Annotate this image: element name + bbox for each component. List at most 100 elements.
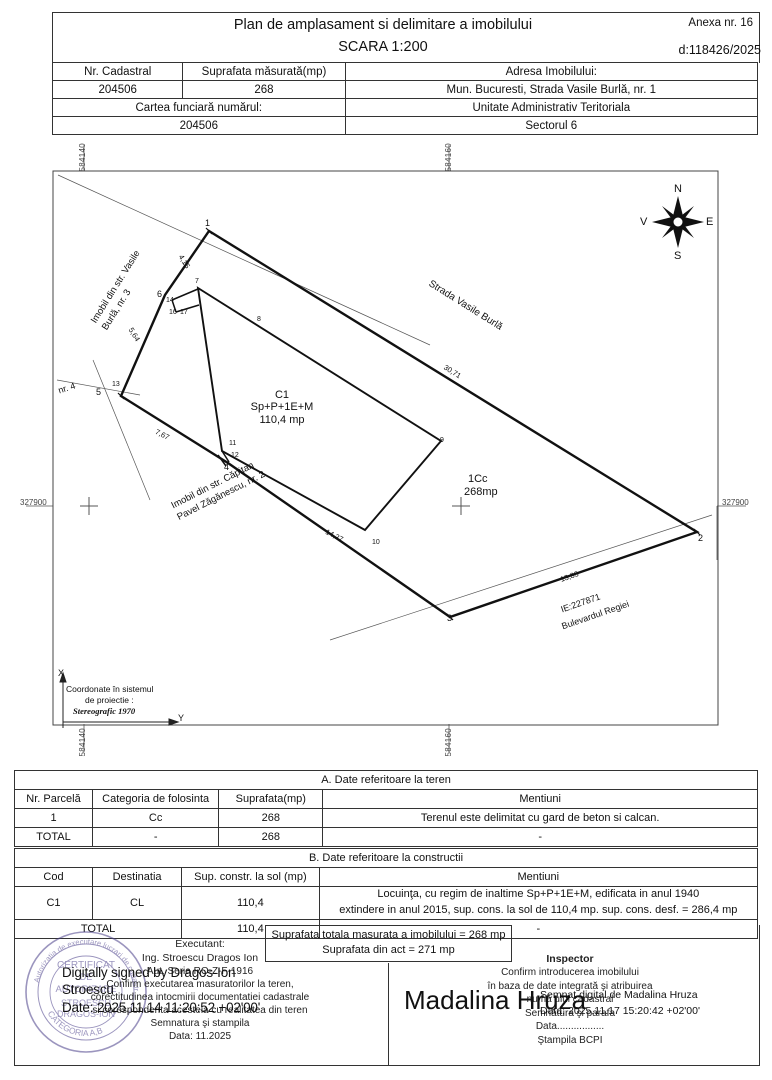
inspector-sig-line1: Semnat digital de Madalina Hruza bbox=[540, 989, 698, 1001]
value-carte-funciara: 204506 bbox=[52, 116, 346, 135]
value-uat: Sectorul 6 bbox=[344, 116, 759, 135]
executant-name: Ing. Stroescu Dragos Ion bbox=[141, 951, 259, 964]
td-destinatia: CL bbox=[91, 886, 183, 920]
td-sup-constr: 110,4 bbox=[181, 886, 320, 920]
td-nr-parcela: 1 bbox=[14, 808, 93, 828]
vertex-notches bbox=[171, 288, 230, 467]
vertex-label-13: 13 bbox=[112, 381, 120, 388]
td-categoria: Cc bbox=[91, 808, 220, 828]
projection-note-line2: de proiectie : bbox=[85, 695, 134, 705]
header-info-table: Nr. Cadastral Suprafata măsurată(mp) Adr… bbox=[51, 62, 759, 135]
compass-west-label: V bbox=[640, 216, 648, 228]
inspector-line4: Semnătura şi parafa bbox=[524, 1007, 616, 1019]
vertex-label-10: 10 bbox=[372, 539, 380, 546]
td-total-mentiuni-b: - bbox=[318, 918, 759, 939]
table-header-row: Nr. Parcelă Categoria de folosinta Supra… bbox=[14, 789, 758, 809]
table-a-band-title: A. Date referitoare la teren bbox=[14, 770, 758, 790]
executant-aut: Aut. Seria RO-Z-F-1916 bbox=[146, 966, 254, 978]
svg-text:CERTIFICAT: CERTIFICAT bbox=[57, 960, 115, 971]
table-row: Nr. Cadastral Suprafata măsurată(mp) Adr… bbox=[51, 62, 759, 81]
inspector-sig-line2: Data: 2025.11.17 15:20:42 +02'00' bbox=[540, 1004, 700, 1017]
vertex-label-16: 16 bbox=[169, 309, 177, 316]
table-header-row: Cod Destinatia Sup. constr. la sol (mp) … bbox=[14, 867, 759, 887]
td-mentiuni-b: Locuinţa, cu regim de inaltime Sp+P+1E+M… bbox=[318, 886, 759, 920]
table-total-row: TOTAL 110,4 - bbox=[13, 918, 759, 939]
vertex-markers bbox=[117, 227, 701, 621]
td-total-sup-constr: 110,4 bbox=[181, 918, 320, 939]
executant-title: Executant: bbox=[175, 938, 225, 950]
parcel-centroid-cross bbox=[452, 497, 470, 515]
vertex-label-1: 1 bbox=[205, 218, 211, 228]
building-regime-label: Sp+P+1E+M bbox=[250, 401, 314, 413]
table-band-row: B. Date referitoare la constructii bbox=[14, 848, 758, 868]
vertex-label-12: 12 bbox=[231, 452, 239, 459]
th-sup-constr: Sup. constr. la sol (mp) bbox=[181, 867, 320, 887]
value-adresa: Mun. Bucuresti, Strada Vasile Burlă, nr.… bbox=[344, 80, 759, 99]
label-adresa: Adresa Imobilului: bbox=[344, 62, 759, 81]
vertex-label-3: 3 bbox=[447, 613, 453, 623]
inspector-signature-name: Madalina Hruza bbox=[404, 985, 587, 1015]
table-a-teren: A. Date referitoare la teren Nr. Parcelă… bbox=[14, 770, 758, 847]
value-nr-cadastral: 204506 bbox=[51, 80, 184, 99]
projection-axes bbox=[59, 671, 180, 728]
th-suprafata: Suprafata(mp) bbox=[218, 789, 324, 809]
round-stamp-icon: Autorizatia de executare lucrari de cada… bbox=[22, 928, 147, 1053]
grid-label-right-y: 327900 bbox=[722, 498, 749, 507]
vertex-label-2: 2 bbox=[698, 533, 704, 543]
summary-box: Suprafata totala masurata a imobilului =… bbox=[265, 925, 512, 962]
anexa-label: Anexa nr. 16 bbox=[688, 17, 753, 29]
svg-text:AUTORIZARE: AUTORIZARE bbox=[55, 984, 116, 995]
th-cod: Cod bbox=[14, 867, 93, 887]
parcel-code-label: 1Cc bbox=[468, 473, 488, 485]
th-nr-parcela: Nr. Parcelă bbox=[14, 789, 93, 809]
td-total-mentiuni: - bbox=[322, 827, 758, 847]
table-row: 204506 Sectorul 6 bbox=[52, 116, 759, 135]
drawing-frame bbox=[52, 170, 719, 726]
inspector-line5: Data................. bbox=[535, 1021, 605, 1033]
frame-centre-cross-left bbox=[80, 497, 98, 515]
parcel-area-label: 268mp bbox=[464, 486, 498, 498]
executant-confirm3: si corespondenta acesteia cu realitatea … bbox=[92, 1005, 308, 1017]
inspector-line3: numă ului cadastral bbox=[526, 994, 614, 1006]
vertex-label-6: 6 bbox=[157, 289, 163, 299]
inspector-line1: Confirm introducerea imobilului bbox=[501, 967, 639, 979]
svg-text:DE: DE bbox=[80, 972, 93, 982]
vertex-label-9: 9 bbox=[440, 437, 444, 444]
executant-block: Executant: Ing. Stroescu Dragos Ion Aut.… bbox=[30, 938, 370, 1043]
executant-confirm1: Confirm executarea masuratorilor la tere… bbox=[106, 979, 294, 991]
neighbour-guide-lines bbox=[56, 174, 713, 641]
table-row: 204506 268 Mun. Bucuresti, Strada Vasile… bbox=[51, 80, 759, 99]
projection-note-system: Stereografic 1970 bbox=[73, 706, 136, 716]
compass-rose-icon bbox=[652, 196, 704, 248]
digital-sig-line1: Digitally signed by Dragos-Ion bbox=[62, 965, 236, 980]
th-destinatia: Destinatia bbox=[91, 867, 183, 887]
page-title: Plan de amplasament si delimitare a imob… bbox=[233, 17, 533, 33]
scale-label: SCARA 1:200 bbox=[338, 39, 428, 55]
inspector-digital-signature: Semnat digital de Madalina Hruza Data: 2… bbox=[540, 988, 770, 1020]
vertex-label-4: 4 bbox=[224, 462, 230, 472]
th-mentiuni: Mentiuni bbox=[322, 789, 758, 809]
header-title-box: Plan de amplasament si delimitare a imob… bbox=[52, 12, 761, 63]
th-mentiuni-b: Mentiuni bbox=[318, 867, 759, 887]
axis-y-label: Y bbox=[178, 713, 185, 723]
executant-digital-signature: Digitally signed by Dragos-Ion Stroescu … bbox=[62, 964, 312, 1016]
vertex-label-14: 14 bbox=[166, 297, 174, 304]
inspector-line6: Ştampila BCPI bbox=[537, 1034, 603, 1046]
inspector-line2: în baza de date integrată şi atribuirea bbox=[487, 980, 653, 992]
vertex-label-11: 11 bbox=[229, 440, 237, 447]
projection-note-line1: Coordonate în sistemul bbox=[66, 684, 154, 694]
executant-date: Data: 11.2025 bbox=[168, 1031, 232, 1043]
td-cod: C1 bbox=[14, 886, 93, 920]
building-code-label: C1 bbox=[274, 389, 290, 401]
grid-ticks bbox=[26, 145, 746, 752]
vertex-label-17: 17 bbox=[180, 309, 188, 316]
executant-signline: Semnatura şi stampila bbox=[150, 1018, 250, 1030]
table-band-row: A. Date referitoare la teren bbox=[14, 770, 758, 790]
table-b-band-title: B. Date referitoare la constructii bbox=[14, 848, 758, 868]
signature-divider bbox=[388, 963, 389, 1065]
grid-label-left-y: 327900 bbox=[20, 498, 47, 507]
inspector-title: Inspector bbox=[546, 953, 594, 965]
table-total-row: TOTAL - 268 - bbox=[14, 827, 758, 847]
vertex-label-7: 7 bbox=[195, 278, 199, 285]
